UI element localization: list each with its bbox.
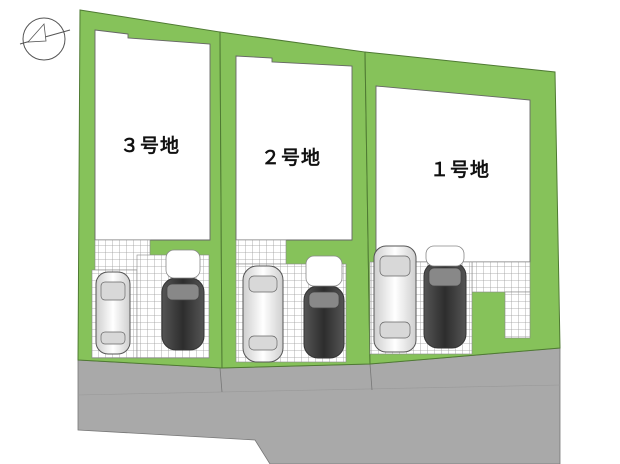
lot-2-label: ２号地 — [261, 147, 322, 169]
lot-3-label: ３号地 — [120, 135, 181, 157]
car-icon — [373, 245, 417, 353]
car-icon — [303, 255, 345, 359]
lot-2-paving — [235, 239, 287, 265]
lot-1-plot — [364, 51, 561, 365]
lot-1-label: １号地 — [430, 159, 491, 181]
car-icon — [423, 245, 467, 349]
north-arrow-icon — [19, 17, 71, 61]
lot-2-plot — [219, 31, 371, 369]
car-icon — [161, 249, 205, 351]
lot-1-paving — [471, 261, 531, 293]
car-icon — [242, 265, 284, 363]
car-icon — [95, 271, 131, 355]
lot-3-plot — [77, 9, 223, 369]
